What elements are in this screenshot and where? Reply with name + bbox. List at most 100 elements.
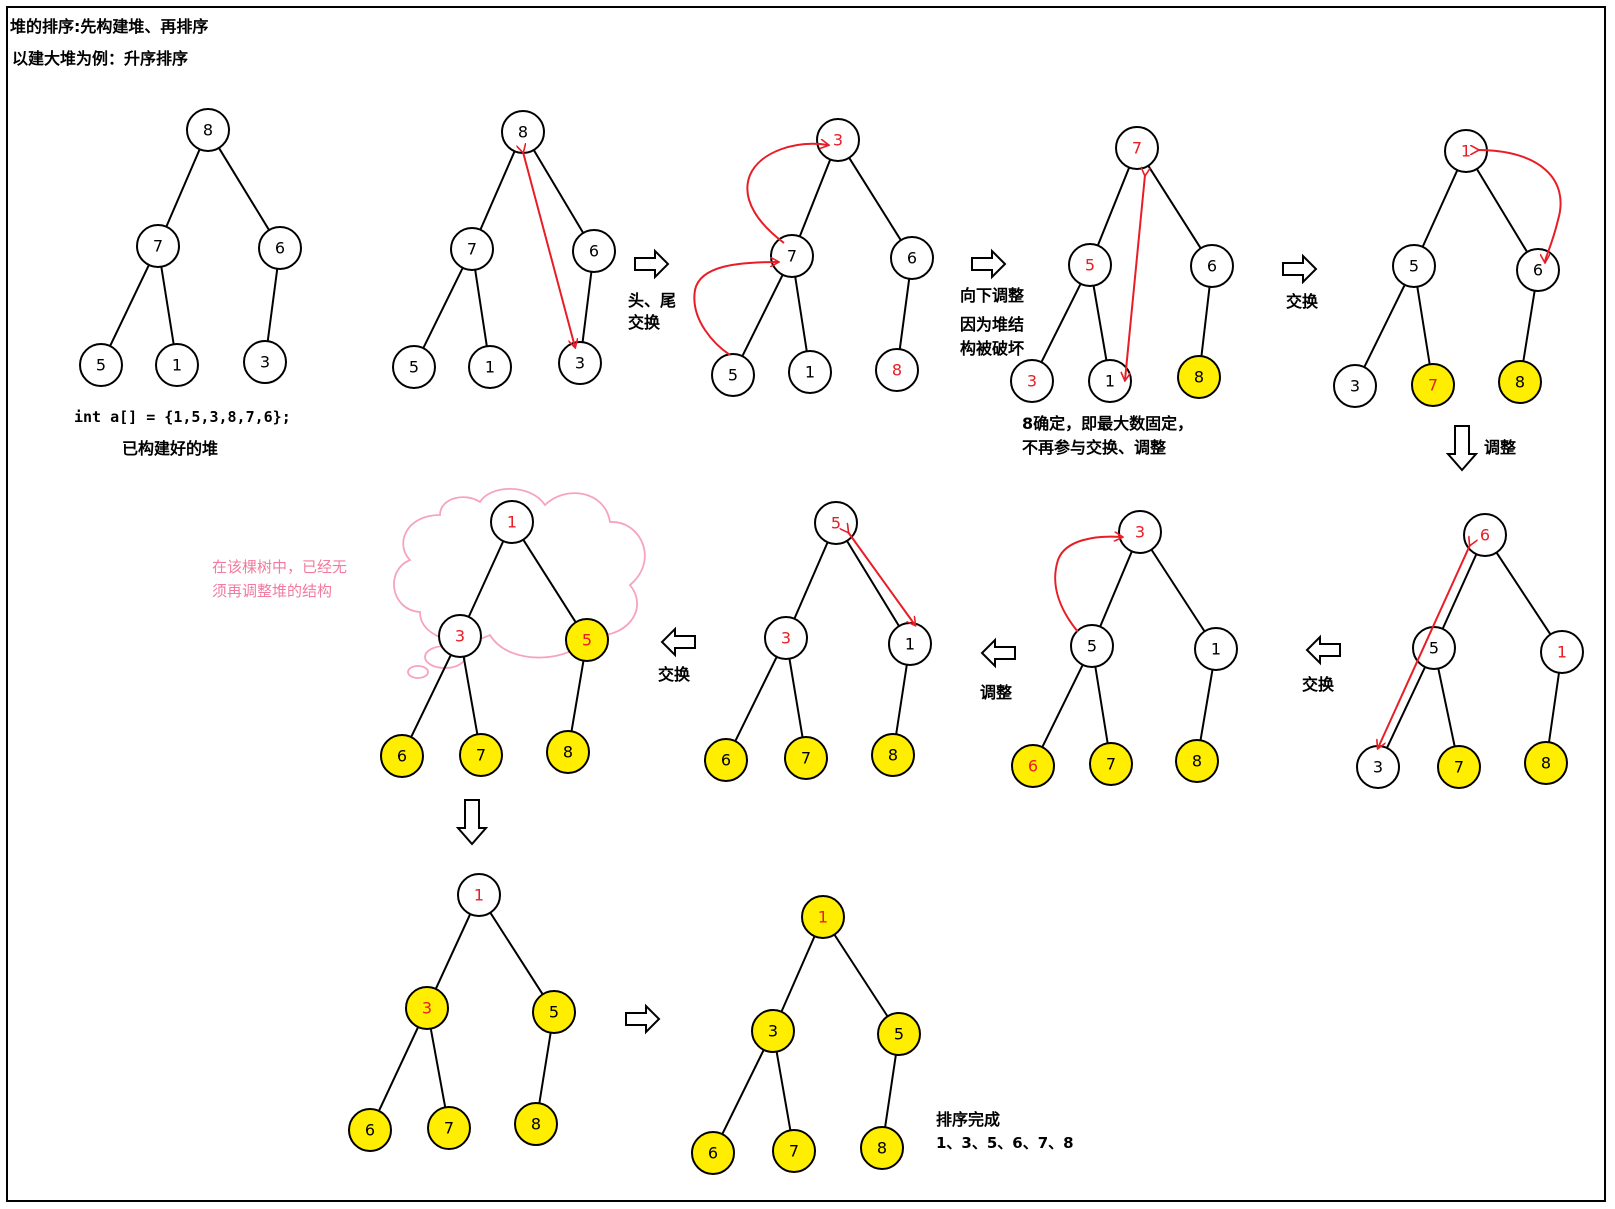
t7-edge bbox=[1150, 549, 1206, 632]
node-label: 3 bbox=[422, 999, 432, 1018]
node-label: 3 bbox=[1027, 372, 1037, 391]
t5-edge bbox=[1421, 169, 1459, 248]
node-circle bbox=[490, 500, 534, 544]
node-circle bbox=[514, 1102, 558, 1146]
t8-edge bbox=[788, 658, 804, 738]
t11-node: 6 bbox=[691, 1131, 735, 1175]
node-circle bbox=[1498, 360, 1542, 404]
t9-edge bbox=[467, 540, 505, 618]
t4-edge bbox=[1147, 165, 1202, 249]
swap-caption-line1: 头、尾 bbox=[628, 291, 676, 310]
node-circle bbox=[450, 227, 494, 271]
t8-node: 3 bbox=[764, 616, 808, 660]
t10-node: 6 bbox=[348, 1108, 392, 1152]
sift-arrow-t3-a bbox=[746, 144, 828, 244]
t8-edge bbox=[895, 664, 908, 735]
node-label: 6 bbox=[275, 239, 285, 258]
t6-node: 6 bbox=[1463, 513, 1507, 557]
node-circle bbox=[186, 108, 230, 152]
node-circle bbox=[691, 1131, 735, 1175]
flow-arrows bbox=[455, 248, 1479, 1035]
node-label: 1 bbox=[818, 908, 828, 927]
node-label: 8 bbox=[203, 121, 213, 140]
t2-node: 1 bbox=[468, 345, 512, 389]
node-label: 1 bbox=[1211, 640, 1221, 659]
node-circle bbox=[155, 343, 199, 387]
arrow-right-3 bbox=[1282, 253, 1318, 285]
t4-node: 6 bbox=[1190, 244, 1234, 288]
t3-node: 5 bbox=[711, 353, 755, 397]
node-label: 8 bbox=[563, 743, 573, 762]
t8-node: 1 bbox=[888, 622, 932, 666]
node-label: 6 bbox=[721, 751, 731, 770]
t8-node: 6 bbox=[704, 738, 748, 782]
t11-edge bbox=[833, 934, 889, 1017]
node-circle bbox=[1011, 744, 1055, 788]
node-circle bbox=[1089, 742, 1133, 786]
node-circle bbox=[1070, 624, 1114, 668]
fixed-caption-line2: 不再参与交换、调整 bbox=[1022, 438, 1166, 457]
node-label: 8 bbox=[531, 1115, 541, 1134]
t9-node: 8 bbox=[546, 730, 590, 774]
node-label: 7 bbox=[801, 749, 811, 768]
t6-edge bbox=[1495, 551, 1552, 636]
node-label: 1 bbox=[474, 886, 484, 905]
t10-node: 8 bbox=[514, 1102, 558, 1146]
node-label: 8 bbox=[877, 1139, 887, 1158]
t2-node: 6 bbox=[572, 229, 616, 273]
node-circle bbox=[243, 340, 287, 384]
t3-edge bbox=[798, 159, 832, 237]
node-circle bbox=[348, 1108, 392, 1152]
node-circle bbox=[1411, 363, 1455, 407]
t4-edge bbox=[1092, 285, 1108, 361]
node-circle bbox=[136, 224, 180, 268]
t1-node: 1 bbox=[155, 343, 199, 387]
node-label: 7 bbox=[153, 237, 163, 256]
t7-node: 1 bbox=[1194, 627, 1238, 671]
t10-node: 1 bbox=[457, 873, 501, 917]
node-label: 1 bbox=[507, 513, 517, 532]
result-caption: 1、3、5、6、7、8 bbox=[936, 1134, 1074, 1152]
arrow-right-2 bbox=[971, 248, 1007, 280]
t4-node: 1 bbox=[1088, 359, 1132, 403]
node-label: 8 bbox=[1515, 373, 1525, 392]
t7-node: 8 bbox=[1175, 739, 1219, 783]
fixed-caption-line1: 8确定，即最大数固定， bbox=[1022, 414, 1193, 433]
node-circle bbox=[1190, 244, 1234, 288]
node-label: 6 bbox=[589, 242, 599, 261]
node-label: 7 bbox=[1132, 139, 1142, 158]
t1-node: 8 bbox=[186, 108, 230, 152]
t5-node: 8 bbox=[1498, 360, 1542, 404]
node-circle bbox=[871, 733, 915, 777]
t11-node: 5 bbox=[877, 1012, 921, 1056]
t4-edge bbox=[1040, 283, 1082, 363]
t3-edge bbox=[898, 278, 911, 350]
node-label: 5 bbox=[549, 1003, 559, 1022]
t3-node: 1 bbox=[788, 350, 832, 394]
t10-edge bbox=[434, 913, 472, 990]
node-circle bbox=[565, 618, 609, 662]
node-label: 8 bbox=[1194, 368, 1204, 387]
t7-node: 3 bbox=[1118, 510, 1162, 554]
t6-node: 7 bbox=[1437, 745, 1481, 789]
t5-edge bbox=[1416, 286, 1431, 365]
swap-arrow-t2 bbox=[523, 152, 575, 347]
t11-edge bbox=[775, 1051, 792, 1131]
node-label: 6 bbox=[365, 1121, 375, 1140]
array-caption: int a[] = {1,5,3,8,7,6}; bbox=[74, 408, 291, 426]
swap-arrows bbox=[523, 144, 1562, 748]
node-label: 6 bbox=[708, 1144, 718, 1163]
t11-node: 8 bbox=[860, 1126, 904, 1170]
t2-edge bbox=[581, 271, 593, 343]
t5-node: 6 bbox=[1516, 248, 1560, 292]
node-circle bbox=[764, 616, 808, 660]
t8-edge bbox=[846, 540, 900, 627]
t1-node: 5 bbox=[79, 343, 123, 387]
node-circle bbox=[1175, 739, 1219, 783]
t9-node: 3 bbox=[438, 614, 482, 658]
t10-node: 5 bbox=[532, 990, 576, 1034]
node-circle bbox=[79, 343, 123, 387]
node-circle bbox=[380, 734, 424, 778]
t9-edge bbox=[522, 539, 577, 623]
